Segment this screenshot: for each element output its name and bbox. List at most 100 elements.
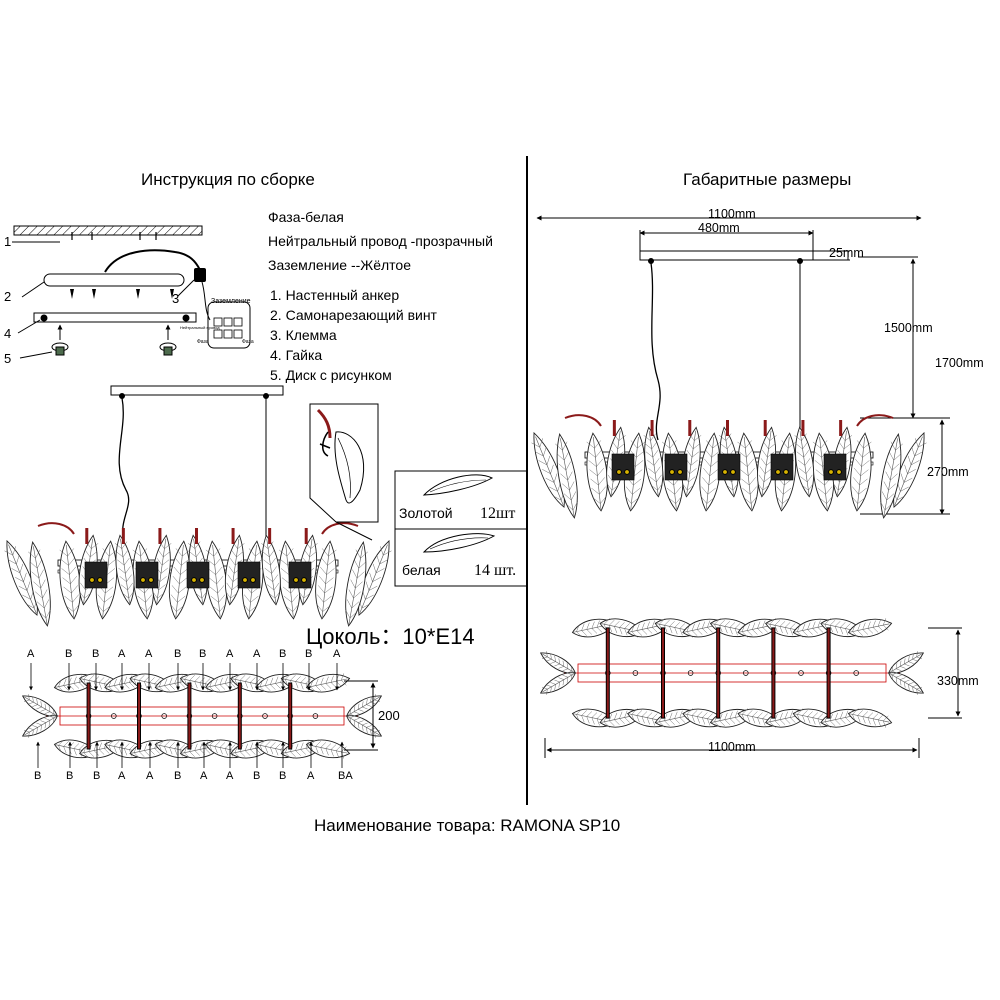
leaf — [168, 540, 191, 620]
red-stem — [839, 420, 843, 436]
part-1-label: 1. Настенный анкер — [270, 287, 400, 303]
red-rod — [288, 682, 293, 750]
dim-body-height: 270mm — [927, 465, 969, 479]
bulb-dot — [632, 670, 639, 676]
leaf — [643, 426, 664, 498]
bulb-dot — [798, 670, 804, 676]
red-stem — [158, 528, 162, 544]
red-stem — [650, 420, 654, 436]
leaf-white-name: белая — [402, 562, 441, 578]
leaf-type-letter: A — [253, 648, 261, 660]
leaf-type-letter: B — [92, 648, 100, 660]
wire-phase-label: Фаза-белая — [268, 209, 344, 225]
red-stem — [801, 420, 805, 436]
right-canopy — [639, 250, 814, 261]
leaf-type-letter: B — [279, 770, 287, 782]
leaf-gold-count: 12шт — [480, 505, 516, 522]
leaf — [305, 739, 351, 759]
mounting-bracket — [43, 273, 185, 287]
curved-arm — [564, 414, 602, 427]
leaf — [315, 540, 337, 620]
bulb-cluster — [664, 453, 688, 481]
leaf-type-letter: A — [145, 648, 153, 660]
red-stem — [268, 528, 272, 544]
leaf — [4, 539, 38, 616]
leaf — [888, 672, 925, 695]
leaf — [28, 541, 51, 627]
bulb-dot — [853, 670, 859, 676]
leaf-type-letter: B — [65, 648, 73, 660]
leaf — [346, 715, 383, 738]
canopy-plate — [33, 312, 197, 323]
callout-4: 4 — [4, 326, 12, 341]
bulb-cluster — [611, 453, 635, 481]
part-4-label: 4. Гайка — [270, 347, 323, 363]
leaf-type-letter: BA — [338, 770, 353, 782]
left-top-view — [21, 663, 383, 768]
right-top-view — [539, 618, 962, 758]
leaf — [812, 432, 835, 512]
curved-arm — [37, 522, 75, 535]
bulb-cluster — [823, 453, 847, 481]
curved-arm — [321, 522, 359, 535]
leaf-type-letter: A — [226, 770, 234, 782]
assembly-exploded-view — [12, 225, 251, 359]
leaf — [59, 540, 81, 620]
leaf-type-letter: A — [333, 648, 341, 660]
bulb-dot — [687, 670, 694, 676]
leaf-type-letter: B — [279, 648, 287, 660]
bulb-cluster — [186, 561, 210, 589]
red-rod — [605, 627, 610, 719]
leaf-type-letter: A — [307, 770, 315, 782]
red-stem — [304, 528, 308, 544]
wire-ground-label: Заземление --Жёлтое — [268, 257, 411, 273]
dim-total-height: 1700mm — [935, 356, 984, 370]
product-name: Наименование товара: RAMONA SP10 — [314, 816, 621, 835]
bulb-cluster — [237, 561, 261, 589]
red-stem — [763, 420, 767, 436]
leaf-type-letter: A — [27, 648, 35, 660]
bulb-cluster — [717, 453, 741, 481]
leaf — [893, 431, 927, 508]
leaf-type-letter: B — [305, 648, 313, 660]
gold-leaf-icon — [422, 474, 494, 496]
leaf — [358, 539, 392, 616]
ceiling-hatch — [13, 225, 203, 236]
leaf — [539, 672, 576, 695]
leaf-white-count: 14 шт. — [474, 562, 517, 579]
leaf — [880, 433, 903, 519]
leaf-type-letter: B — [66, 770, 74, 782]
leaf-count-table — [394, 470, 528, 587]
leaf-type-letter: B — [199, 648, 207, 660]
nut-icon — [163, 346, 173, 356]
bulb-cluster — [770, 453, 794, 481]
terminal-phase-left-label: Фаза — [197, 339, 209, 345]
top-view-width: 200 — [378, 708, 400, 723]
bulb-cluster — [84, 561, 108, 589]
leaf-type-letter: A — [118, 770, 126, 782]
red-stem — [726, 420, 729, 436]
leaf — [345, 541, 368, 627]
red-stem — [688, 420, 692, 436]
red-stem — [231, 528, 235, 544]
bulb-dot — [312, 713, 319, 719]
leaf-type-letter: A — [118, 648, 126, 660]
curved-arm — [856, 414, 894, 427]
screw-icons — [70, 289, 174, 299]
red-rod — [237, 682, 242, 750]
leaf-type-letter: A — [200, 770, 208, 782]
assembly-title: Инструкция по сборке — [141, 170, 315, 189]
leaf-type-letter: A — [226, 648, 234, 660]
leaf-gold-name: Золотой — [399, 505, 453, 521]
leaf-detail-callout — [309, 403, 379, 541]
red-stem — [195, 528, 198, 544]
terminal-grid — [213, 317, 243, 339]
callout-3: 3 — [172, 291, 180, 306]
bulb-dot — [161, 713, 167, 719]
callout-2: 2 — [4, 289, 12, 304]
dim-canopy-height: 25mm — [829, 246, 864, 260]
red-rod — [771, 627, 776, 719]
leaf-type-letter: B — [174, 648, 182, 660]
red-rod — [187, 682, 192, 750]
